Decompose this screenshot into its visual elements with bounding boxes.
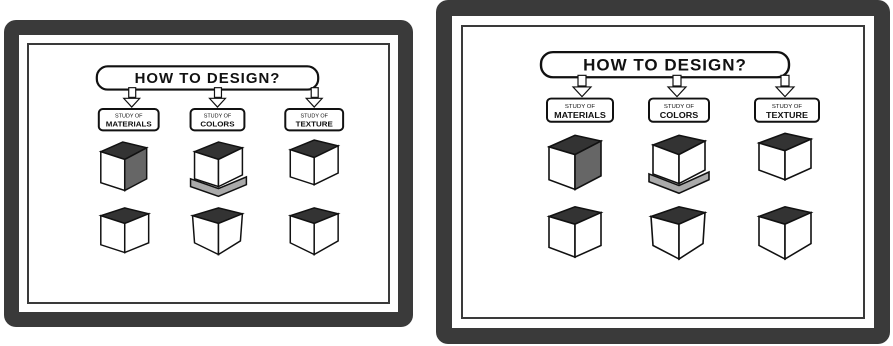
- cube-building-sketch: [101, 208, 338, 255]
- svg-text:MATERIALS: MATERIALS: [106, 120, 152, 129]
- poster-canvas: HOW TO DESIGN? STUDY OF MATERIA: [27, 43, 390, 304]
- down-arrow-icon: [573, 87, 794, 97]
- svg-text:COLORS: COLORS: [200, 120, 234, 129]
- poster-mat: HOW TO DESIGN? STUDY OF MATERIALS: [447, 11, 879, 333]
- poster-canvas: HOW TO DESIGN? STUDY OF MATERIALS: [461, 25, 865, 319]
- column-label-texture: STUDY OF TEXTURE: [285, 109, 343, 130]
- poster-mat: HOW TO DESIGN? STUDY OF MATERIA: [14, 30, 403, 317]
- down-arrow-icon: [124, 98, 322, 107]
- column-label-colors: STUDY OF COLORS: [649, 99, 709, 122]
- svg-text:TEXTURE: TEXTURE: [296, 120, 333, 129]
- column-label-texture: STUDY OF TEXTURE: [755, 99, 819, 122]
- column-label-materials: STUDY OF MATERIALS: [547, 99, 613, 122]
- cube-building-sketch: [549, 133, 811, 193]
- cube-building-sketch: [101, 140, 338, 196]
- poster-title: HOW TO DESIGN?: [135, 71, 281, 87]
- cube-building-sketch: [549, 207, 811, 259]
- poster-frame-left: HOW TO DESIGN? STUDY OF MATERIA: [4, 20, 413, 327]
- poster-title: HOW TO DESIGN?: [583, 56, 747, 75]
- column-label-colors: STUDY OF COLORS: [191, 109, 245, 130]
- svg-text:COLORS: COLORS: [660, 110, 699, 120]
- svg-text:TEXTURE: TEXTURE: [766, 110, 808, 120]
- column-label-materials: STUDY OF MATERIALS: [99, 109, 159, 130]
- poster-frame-right: HOW TO DESIGN? STUDY OF MATERIALS: [436, 0, 890, 344]
- poster-sketch: HOW TO DESIGN? STUDY OF MATERIALS: [463, 27, 863, 317]
- svg-text:MATERIALS: MATERIALS: [554, 110, 606, 120]
- poster-sketch: HOW TO DESIGN? STUDY OF MATERIA: [29, 45, 388, 302]
